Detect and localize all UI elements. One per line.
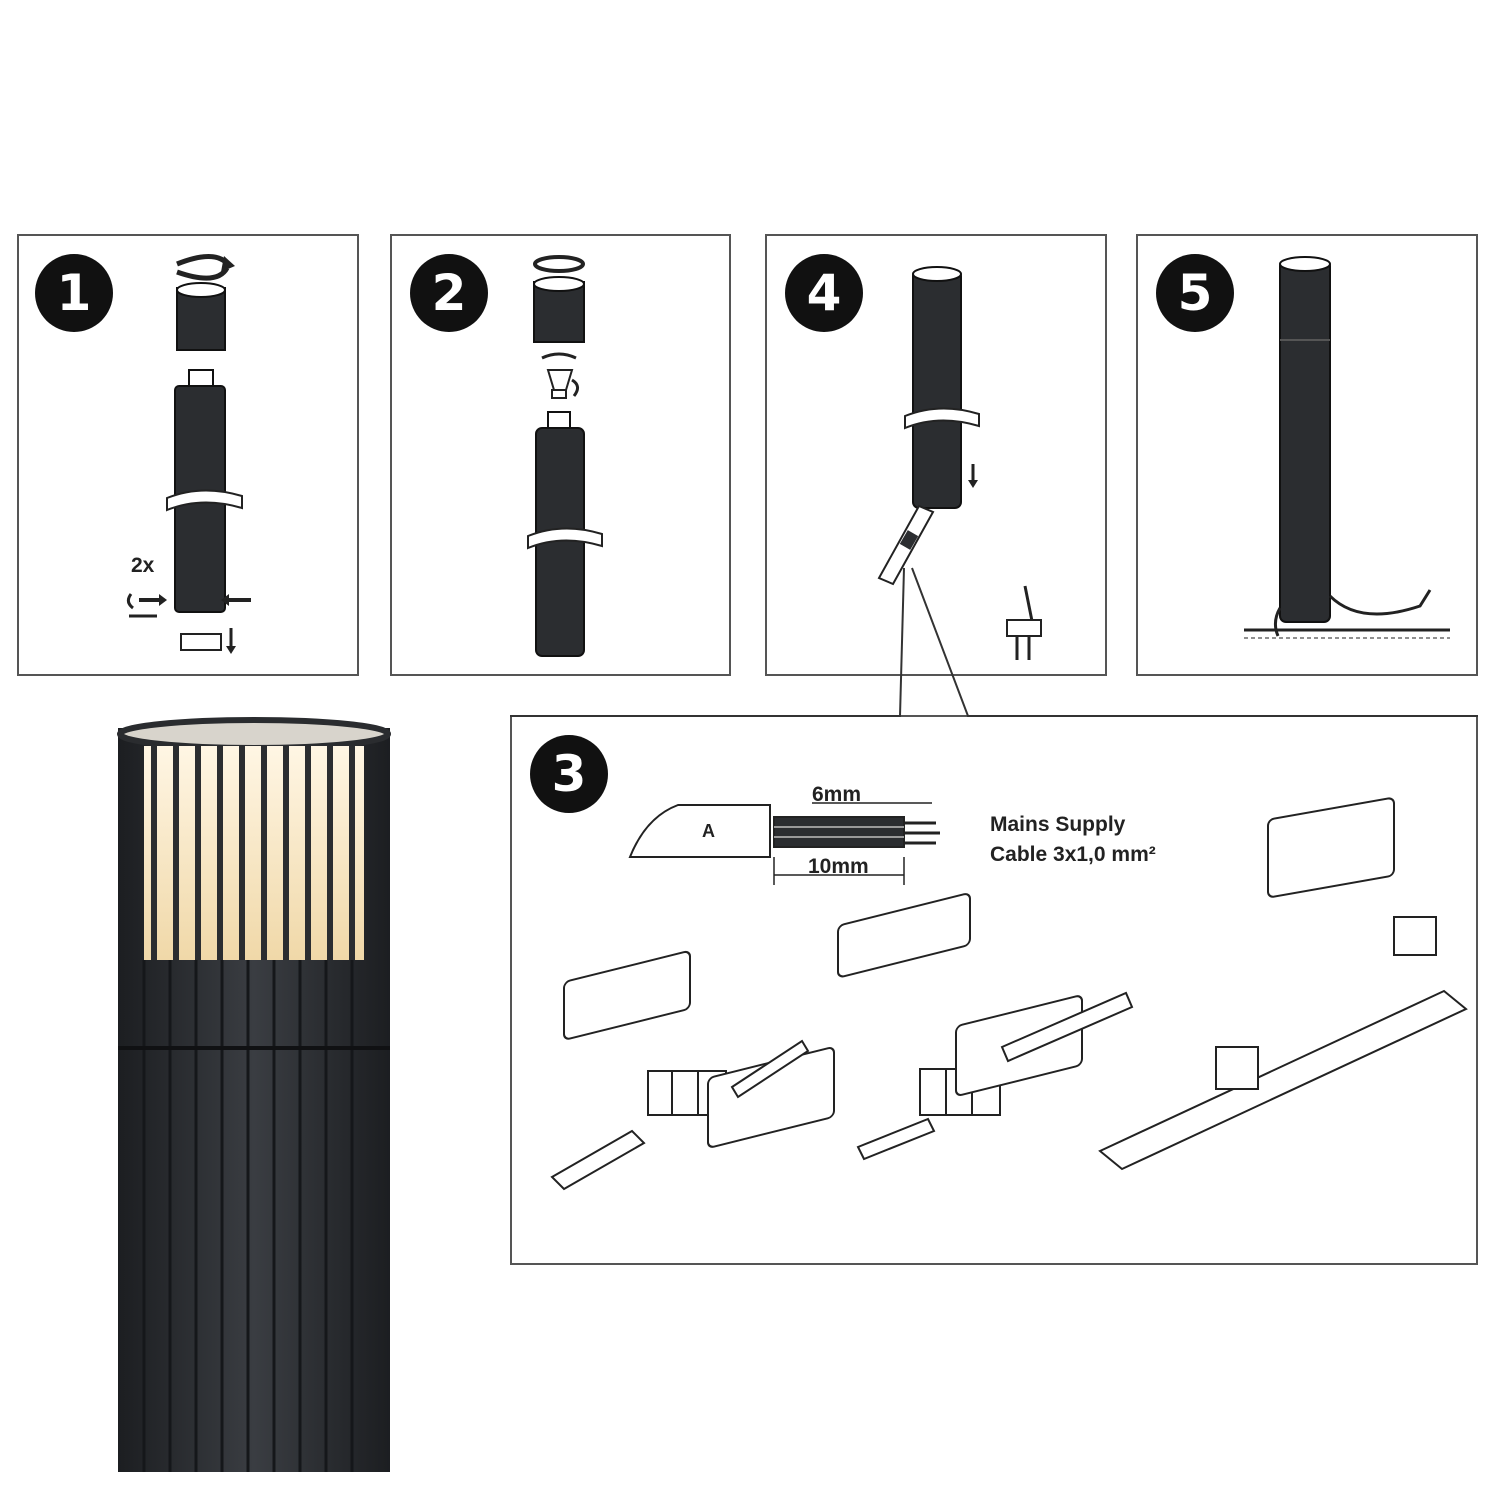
step-4-badge: 4 [785,254,863,332]
cable-strip-diagram [550,797,1468,1191]
mains-cable-spec-label: Cable 3x1,0 mm² [990,843,1156,866]
knife-blade [628,804,771,858]
lamp-cap [176,287,226,351]
step-4-panel: 4 [765,234,1107,676]
step-5-panel: 5 [1136,234,1478,676]
connector-icon [1006,585,1042,660]
step-2-illustration [527,255,603,657]
post-grooves [142,960,354,1472]
supply-cable [1328,589,1432,616]
step-3-panel: 3 [510,715,1478,1265]
mounted-junction-box [1098,797,1468,1171]
step-5-illustration [1244,256,1450,639]
step-2-panel: 2 [390,234,731,676]
vertical-ribs [151,746,355,960]
step-4-illustration [877,266,1042,660]
screw-count-label: 2x [131,554,155,577]
strip-length-10mm: 10mm [808,855,869,878]
rotate-arrow-icon [176,254,232,268]
junction-box-assembly-1 [550,950,835,1191]
junction-box-assembly-2 [837,893,1134,1161]
bulb [546,369,574,391]
product-photo [117,717,391,1472]
step-2-badge: 2 [410,254,488,332]
strip-length-6mm: 6mm [812,783,862,806]
rotate-arrow-icon [533,255,585,273]
blade-label: A [702,821,715,841]
step-1-panel: 1 2x [17,234,359,676]
lamp-post [1279,259,1331,623]
step-1-illustration [126,254,251,654]
lamp-post [912,269,962,509]
step-5-badge: 5 [1156,254,1234,332]
mains-supply-label: Mains Supply [990,813,1126,836]
lamp-top-rim [117,717,391,751]
step-3-badge: 3 [530,735,608,813]
step-1-badge: 1 [35,254,113,332]
